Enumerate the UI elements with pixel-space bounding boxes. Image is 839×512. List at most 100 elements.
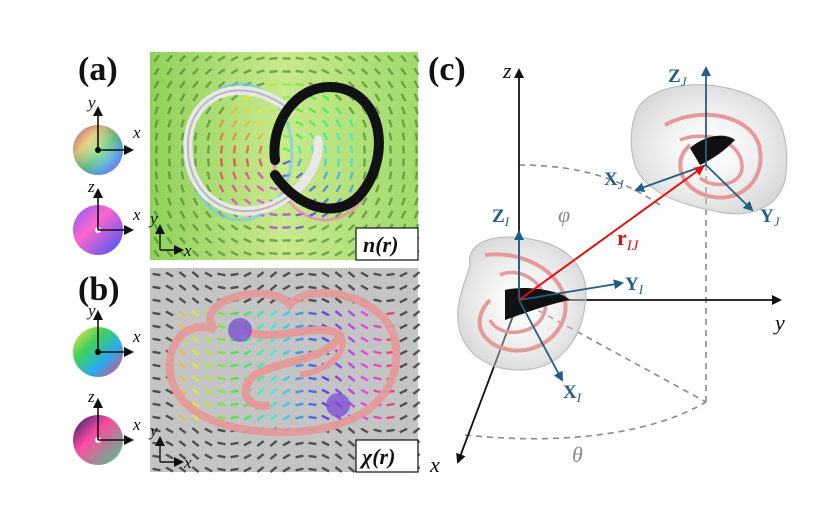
separation-vector: rIJ [518, 165, 705, 301]
director-tile [295, 238, 304, 243]
director-tile [334, 440, 343, 447]
director-tile [412, 388, 421, 395]
director-tile [295, 82, 304, 87]
director-tile [295, 172, 304, 179]
director-tile [152, 376, 161, 381]
corner-a-x: x [183, 241, 192, 260]
director-tile [400, 67, 407, 76]
director-tile [349, 158, 354, 167]
director-tile [321, 106, 330, 115]
director-tile [362, 145, 367, 154]
director-tile [334, 68, 343, 75]
director-tile [166, 80, 173, 89]
director-tile [180, 132, 185, 141]
director-tile [180, 184, 185, 193]
frame-I-X: XI [563, 382, 582, 405]
director-tile [191, 249, 200, 258]
director-tile [399, 375, 408, 382]
director-tile [206, 158, 211, 167]
theta-label: θ [572, 442, 583, 467]
director-tile [205, 184, 212, 193]
director-tile [258, 158, 263, 167]
director-tile [155, 145, 158, 154]
director-tile [321, 237, 330, 244]
director-tile [334, 224, 343, 231]
director-tile [269, 225, 278, 230]
director-tile [179, 236, 186, 245]
director-tile [282, 83, 291, 86]
director-tile [192, 210, 199, 219]
sphere-legend-a-bottom: z x [73, 177, 141, 255]
director-tile [373, 67, 382, 76]
director-tile [269, 212, 278, 217]
director-tile [399, 427, 408, 434]
director-tile [168, 158, 171, 167]
director-tile [282, 375, 291, 382]
director-tile [295, 272, 304, 277]
director-tile [152, 467, 161, 472]
director-tile [412, 297, 421, 304]
director-tile [245, 145, 250, 154]
director-tile [257, 171, 264, 180]
director-tile [269, 388, 278, 395]
director-tile [282, 466, 291, 473]
director-tile [204, 236, 213, 245]
director-tile [217, 55, 226, 62]
director-tile [360, 362, 369, 369]
director-tile [230, 237, 239, 244]
director-tile [334, 453, 343, 460]
director-tile [360, 310, 369, 317]
director-tile [295, 441, 304, 446]
director-tile [348, 184, 355, 193]
director-tile [348, 119, 355, 128]
director-tile [321, 336, 330, 343]
y-axis-label: y [773, 310, 785, 335]
director-tile [256, 185, 265, 192]
director-tile [167, 184, 172, 193]
director-tile [373, 272, 382, 277]
director-tile [166, 197, 173, 206]
director-tile [295, 324, 304, 329]
director-tile [308, 311, 317, 316]
director-tile [347, 80, 356, 89]
director-tile [308, 441, 317, 446]
panel-c: (c) z y x [428, 51, 788, 477]
director-tile [321, 94, 330, 101]
director-tile [167, 119, 172, 128]
director-tile [256, 297, 265, 304]
director-tile [219, 145, 224, 154]
director-tile [334, 362, 343, 369]
director-tile [321, 453, 330, 460]
director-tile [178, 271, 187, 278]
director-tile [387, 80, 394, 89]
director-tile [205, 119, 212, 128]
director-tile [373, 363, 382, 368]
director-tile [308, 337, 317, 342]
director-tile [347, 362, 356, 369]
director-tile [178, 349, 187, 356]
director-tile [152, 285, 161, 290]
director-tile [308, 285, 317, 290]
director-tile [152, 428, 161, 433]
director-tile [399, 297, 408, 304]
director-tile [178, 362, 187, 369]
director-tile [165, 297, 174, 304]
director-tile [336, 145, 341, 154]
director-tile [295, 251, 304, 256]
director-tile [152, 311, 161, 316]
director-tile [412, 323, 421, 330]
director-tile [153, 67, 160, 76]
director-tile [413, 54, 420, 63]
director-tile [412, 427, 421, 434]
director-tile [321, 297, 330, 304]
director-tile [295, 285, 304, 290]
corner-a-y: y [148, 209, 158, 228]
director-tile [258, 145, 263, 154]
director-tile [256, 310, 265, 317]
director-tile [181, 145, 184, 154]
panel-b-label: (b) [78, 271, 120, 308]
frame-I: ZI YI XI [492, 206, 644, 405]
director-tile [243, 349, 252, 356]
director-tile [165, 54, 174, 63]
director-tile [178, 414, 187, 421]
